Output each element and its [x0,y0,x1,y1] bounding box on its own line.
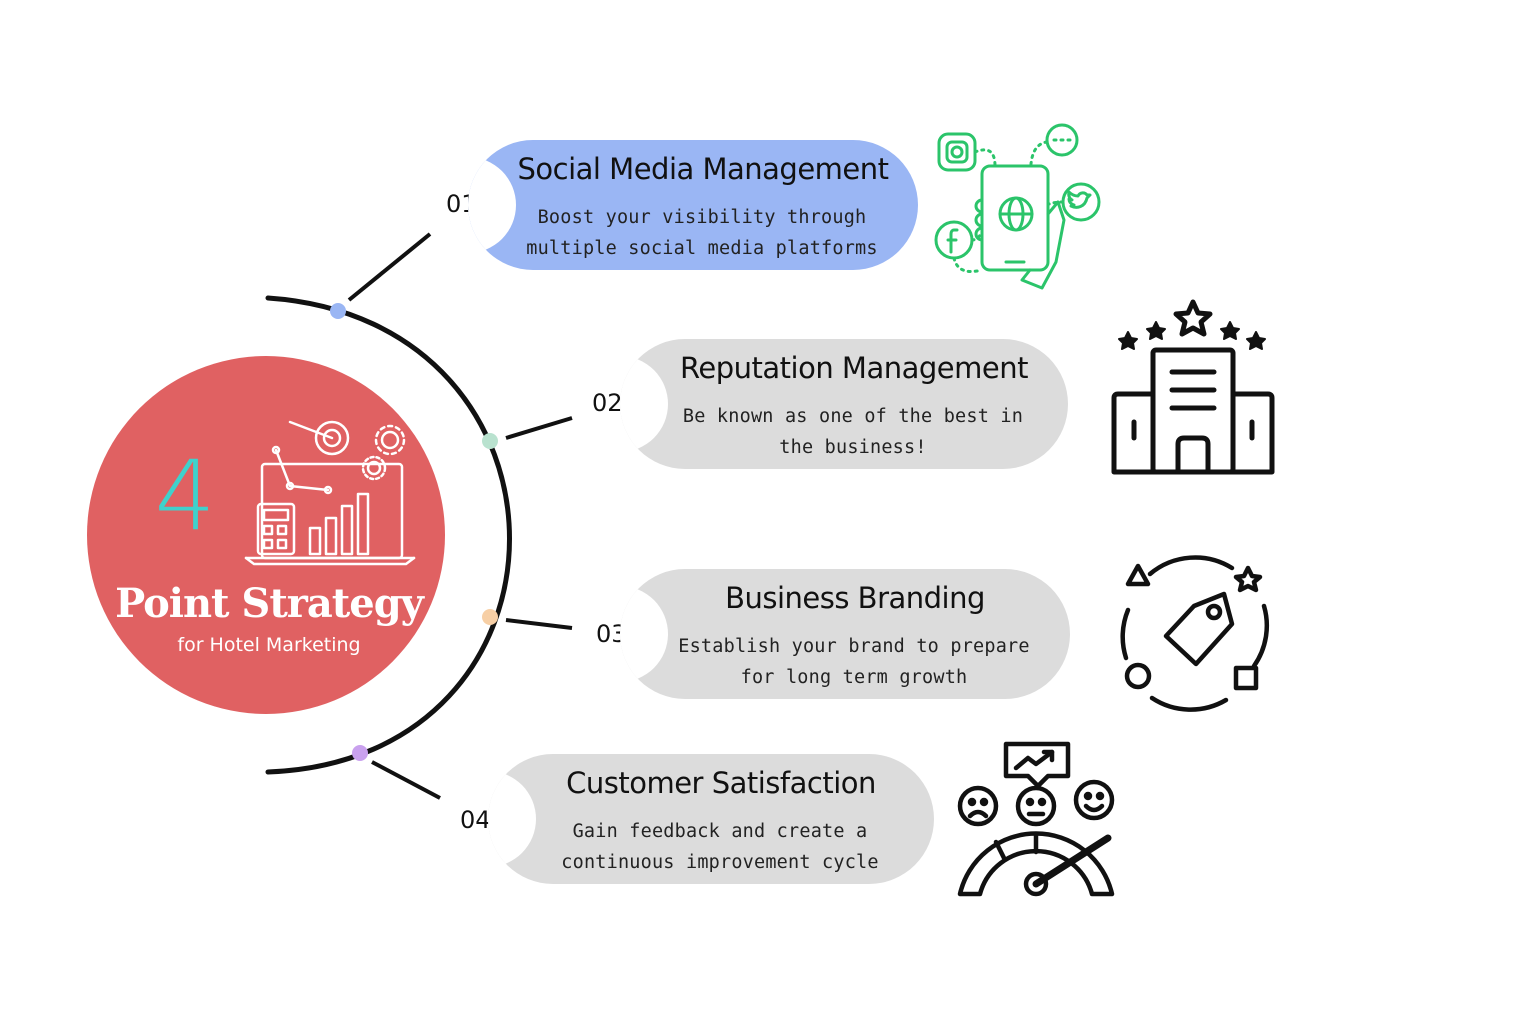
pill-desc-line: Be known as one of the best in [682,406,1024,427]
pill-desc-line: Boost your visibility through [537,207,867,228]
pill-desc-line: multiple social media platforms [526,238,878,259]
center-title: Point Strategy [115,580,424,627]
pill-description: Gain feedback and create a continuous im… [536,816,904,878]
pill-title: Reputation Management [680,351,1028,385]
five-star-hotel-icon [1111,299,1275,475]
brand-tag-icon [1120,555,1270,712]
spoke-04 [371,760,441,800]
pill-branding: Business Branding Establish your brand t… [620,569,1070,699]
item-number-04: 04 [460,806,491,834]
spoke-02 [505,416,573,440]
dot-04 [352,745,368,761]
spoke-03 [505,618,573,630]
pill-desc-line: for long term growth [740,667,968,688]
pill-description: Boost your visibility through multiple s… [516,202,888,264]
pill-description: Be known as one of the best in the busin… [668,401,1038,463]
center-number: 4 [154,440,216,552]
social-media-phone-icon [934,123,1101,290]
pill-customer-satisfaction: Customer Satisfaction Gain feedback and … [488,754,934,884]
pill-desc-line: Establish your brand to prepare [678,636,1030,657]
item-number-02: 02 [592,389,623,417]
pill-desc-line: Gain feedback and create a [572,821,868,842]
spoke-01 [347,232,432,302]
dot-02 [482,433,498,449]
dot-01 [330,303,346,319]
pill-social-media: Social Media Management Boost your visib… [468,140,918,270]
pill-desc-line: the business! [779,437,927,458]
pill-title: Social Media Management [517,152,889,186]
dot-03 [482,609,498,625]
pill-title: Customer Satisfaction [566,766,876,800]
pill-title: Business Branding [725,581,985,615]
center-subtitle: for Hotel Marketing [177,634,361,656]
pill-reputation: Reputation Management Be known as one of… [620,339,1068,469]
satisfaction-gauge-icon [957,741,1115,897]
pill-description: Establish your brand to prepare for long… [668,631,1040,693]
analytics-dashboard-icon [244,420,416,566]
pill-desc-line: continuous improvement cycle [561,852,879,873]
